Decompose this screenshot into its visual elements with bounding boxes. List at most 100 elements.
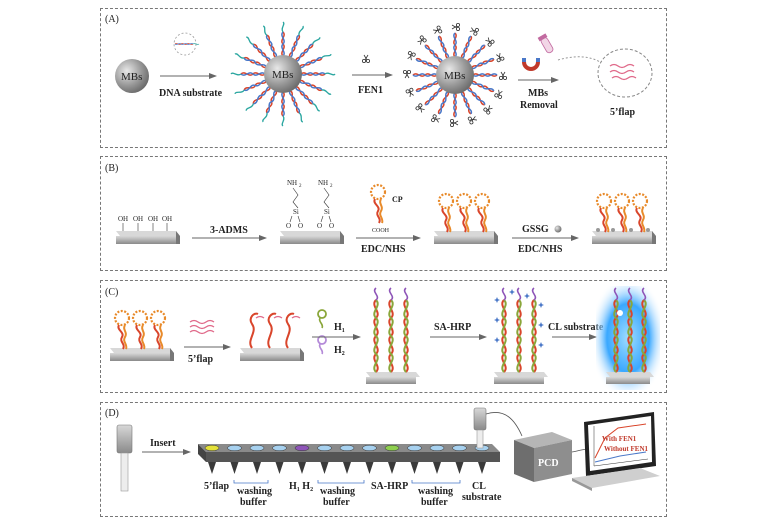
- adms-label: 3-ADMS: [210, 225, 248, 236]
- brackets: [233, 480, 461, 484]
- panel-b: [100, 156, 667, 271]
- svg-text:Si: Si: [293, 208, 299, 216]
- surface-c3: [366, 287, 420, 384]
- dna-strand: [300, 72, 336, 76]
- gssg-dot: [554, 225, 562, 233]
- decorated-bead-1: MBs: [230, 21, 336, 127]
- panel-a-tag: (A): [105, 14, 119, 25]
- pcd-label: PCD: [538, 458, 559, 469]
- dna-strand: [470, 52, 505, 70]
- flap-fragments-c: [189, 319, 215, 335]
- cooh-label: COOH: [372, 228, 390, 234]
- svg-text:O: O: [329, 222, 334, 230]
- substrate-label: substrate: [462, 492, 502, 503]
- probe-icon: [116, 424, 133, 492]
- svg-text:2: 2: [330, 184, 333, 189]
- mbs-removal-label-2: Removal: [520, 100, 558, 111]
- dna-strand: [460, 90, 478, 125]
- cp-label: CP: [392, 195, 403, 204]
- cl-substrate-label: CL substrate: [548, 322, 604, 333]
- well: [362, 444, 377, 452]
- well-tip: [208, 462, 216, 474]
- surface-c4: [494, 287, 548, 384]
- well-tip: [230, 462, 239, 474]
- dna-strand: [472, 71, 508, 80]
- flap-label-d: 5’flap: [204, 481, 229, 492]
- svg-text:OH: OH: [162, 215, 172, 223]
- panel-b-tag: (B): [105, 163, 118, 174]
- flap-label-c: 5’flap: [188, 354, 213, 365]
- dna-strand: [451, 23, 461, 58]
- sa-hrp-label-c: SA-HRP: [434, 322, 471, 333]
- panel-d: [100, 402, 667, 517]
- surface-probes: [434, 192, 498, 244]
- dna-strand: [415, 34, 444, 64]
- well: [272, 444, 287, 452]
- dna-strand: [234, 79, 268, 95]
- dna-substrate-icon: [173, 32, 200, 56]
- well: [317, 444, 332, 452]
- dna-strand: [466, 35, 496, 64]
- edc-nhs-label-1: EDC/NHS: [361, 244, 406, 255]
- svg-text:O: O: [298, 222, 303, 230]
- svg-text:NH: NH: [287, 179, 297, 187]
- dna-strand: [288, 89, 304, 123]
- insert-label: Insert: [150, 438, 176, 449]
- dna-strand: [288, 25, 304, 59]
- buffer-label-1: buffer: [240, 497, 267, 508]
- svg-text:O: O: [317, 222, 322, 230]
- surface-probes-blocked: [592, 192, 656, 244]
- well-tip: [253, 462, 261, 474]
- dna-strand: [405, 50, 440, 70]
- dna-strand: [449, 92, 459, 127]
- washing-label-2: washing: [320, 486, 355, 497]
- silane-group-2: NH 2 Si O O: [317, 179, 334, 230]
- svg-text:OH: OH: [133, 215, 143, 223]
- svg-text:2: 2: [299, 184, 302, 189]
- detector-cable: [485, 412, 523, 437]
- buffer-label-3: buffer: [421, 497, 448, 508]
- well-tip: [410, 462, 419, 474]
- magnetic-bead: [115, 59, 149, 93]
- dna-strand: [230, 72, 266, 76]
- dna-strand: [470, 80, 505, 100]
- surface-c2: [240, 312, 304, 361]
- dashed-connector: [557, 56, 601, 63]
- washing-label-3: washing: [418, 486, 453, 497]
- panel-c-tag: (C): [105, 287, 118, 298]
- well: [339, 444, 355, 452]
- mbs-removal-label-1: MBs: [528, 88, 548, 99]
- dna-strand: [294, 37, 321, 63]
- dna-strand: [430, 90, 450, 125]
- well: [429, 444, 445, 452]
- svg-text:Si: Si: [324, 208, 330, 216]
- well: [452, 444, 467, 452]
- svg-text:NH: NH: [318, 179, 328, 187]
- gssg-label: GSSG: [522, 224, 549, 235]
- pcd-box: PCD: [514, 432, 572, 482]
- decorated-bead-2: MBs: [402, 23, 508, 127]
- dna-strand: [460, 25, 480, 60]
- surface-oh: [116, 231, 180, 244]
- panel-d-tag: (D): [105, 408, 119, 419]
- panel-c: [100, 280, 667, 393]
- well: [384, 444, 400, 452]
- silane-group-1: NH 2 Si O O: [286, 179, 303, 230]
- dna-strand: [246, 36, 272, 63]
- laptop-icon: [572, 412, 660, 491]
- dna-strand: [234, 53, 268, 69]
- well: [407, 444, 422, 452]
- panel-a: [100, 8, 667, 148]
- released-flap-circle: [597, 48, 653, 98]
- dna-strand: [432, 25, 450, 60]
- bead-label-3: MBs: [444, 70, 465, 82]
- dna-strand: [405, 80, 440, 98]
- dna-strand: [466, 86, 495, 116]
- well: [227, 444, 242, 452]
- svg-text:O: O: [286, 222, 291, 230]
- flap-fragments: [609, 63, 637, 81]
